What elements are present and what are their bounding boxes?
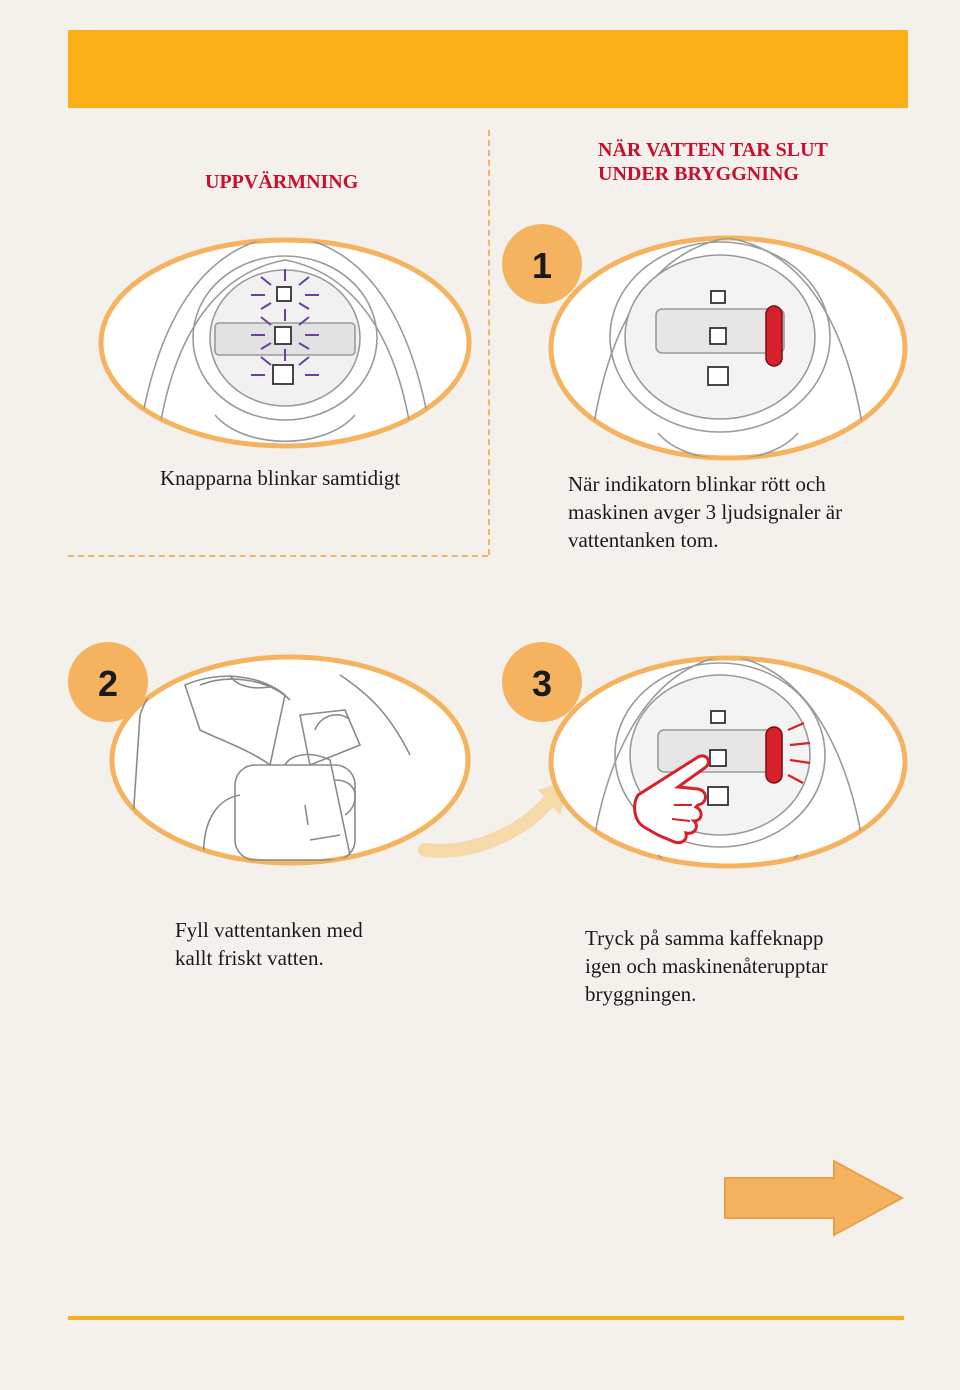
cup-large-icon bbox=[707, 786, 729, 806]
header-banner bbox=[68, 30, 908, 108]
step-number: 1 bbox=[532, 245, 552, 286]
dashed-divider-horizontal bbox=[68, 555, 488, 557]
caption-empty-tank: När indikatorn blinkar rött och maskinen… bbox=[568, 470, 842, 554]
caption-line: bryggningen. bbox=[585, 982, 697, 1006]
illustration-heating bbox=[98, 237, 472, 449]
caption-line: igen och maskinenåterupptar bbox=[585, 954, 828, 978]
pointing-hand-icon bbox=[633, 754, 710, 845]
next-arrow-icon[interactable] bbox=[722, 1158, 908, 1238]
caption-line: vattentanken tom. bbox=[568, 528, 719, 552]
cup-medium-icon bbox=[709, 749, 727, 767]
blink-rays bbox=[251, 269, 319, 376]
step-badge-1: 1 bbox=[502, 224, 582, 304]
caption-line: När indikatorn blinkar rött och bbox=[568, 472, 826, 496]
step-number: 2 bbox=[98, 663, 118, 704]
cup-large-icon bbox=[272, 364, 294, 385]
cup-small-icon bbox=[710, 710, 726, 724]
illustration-press-button bbox=[548, 655, 908, 869]
illustration-red-indicator bbox=[548, 235, 908, 461]
caption-line: Fyll vattentanken med bbox=[175, 918, 363, 942]
caption-line: maskinen avger 3 ljudsignaler är bbox=[568, 500, 843, 524]
heading-water-runs-out: NÄR VATTEN TAR SLUT UNDER BRYGGNING bbox=[598, 138, 828, 186]
caption-line: kallt friskt vatten. bbox=[175, 946, 324, 970]
illustration-fill-tank bbox=[109, 654, 471, 866]
cup-small-icon bbox=[276, 286, 292, 302]
step-badge-2: 2 bbox=[68, 642, 148, 722]
red-indicator-light bbox=[765, 726, 783, 784]
step-badge-3: 3 bbox=[502, 642, 582, 722]
caption-heating: Knapparna blinkar samtidigt bbox=[160, 466, 401, 490]
heading-heating: UPPVÄRMNING bbox=[205, 171, 359, 193]
caption-step3: Tryck på samma kaffeknapp igen och maski… bbox=[585, 924, 828, 1008]
cup-small-icon bbox=[710, 290, 726, 304]
heading-line-2: UNDER BRYGGNING bbox=[598, 163, 799, 185]
caption-line: Tryck på samma kaffeknapp bbox=[585, 926, 824, 950]
heading-line-1: NÄR VATTEN TAR SLUT bbox=[598, 139, 828, 161]
cup-medium-icon bbox=[709, 327, 727, 345]
red-indicator-light bbox=[765, 305, 783, 367]
cup-large-icon bbox=[707, 366, 729, 386]
caption-step2: Fyll vattentanken med kallt friskt vatte… bbox=[175, 916, 363, 972]
footer-rule bbox=[68, 1316, 904, 1320]
step-number: 3 bbox=[532, 663, 552, 704]
dashed-divider-vertical bbox=[488, 130, 490, 555]
cup-medium-icon bbox=[274, 326, 292, 345]
